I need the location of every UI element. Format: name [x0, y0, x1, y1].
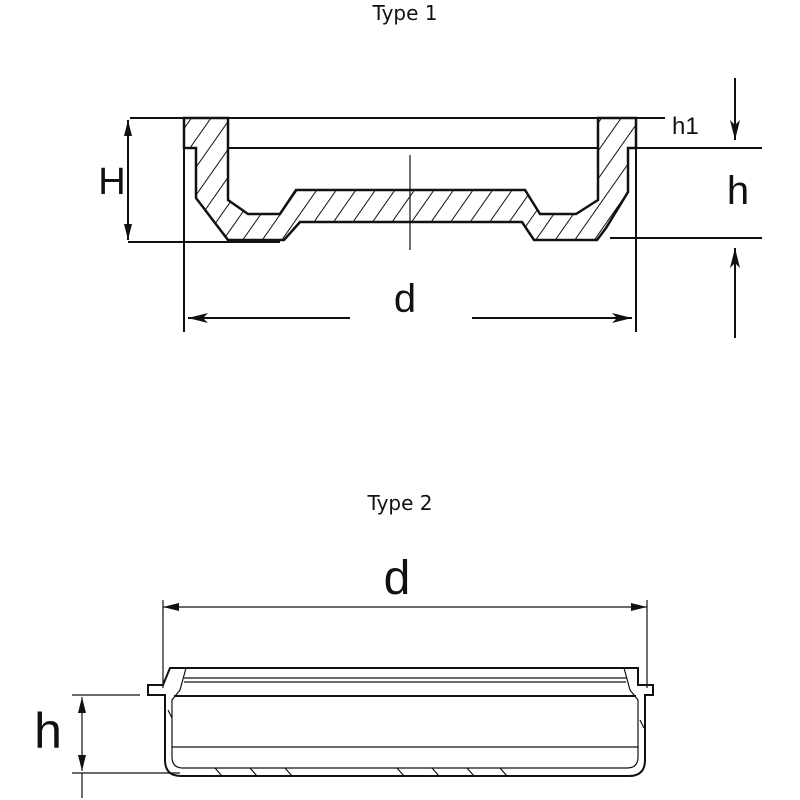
type1-h-label: h: [727, 169, 749, 213]
type2-bottom-hatch: [167, 709, 645, 777]
type1-d-label: d: [394, 277, 416, 321]
type1-drawing: Type 1 H h1 h d: [98, 1, 762, 338]
type2-d-label: d: [384, 552, 411, 605]
type1-H-label: H: [98, 161, 125, 203]
type2-body-outline: [147, 667, 654, 777]
type1-title: Type 1: [371, 1, 437, 25]
type2-title: Type 2: [366, 491, 432, 515]
type1-cross-section: [182, 116, 638, 242]
type1-h1-label: h1: [672, 113, 699, 140]
type2-inner-wall: [171, 667, 639, 769]
type2-drawing: Type 2 d h: [34, 491, 654, 798]
type2-h-label: h: [34, 703, 62, 759]
